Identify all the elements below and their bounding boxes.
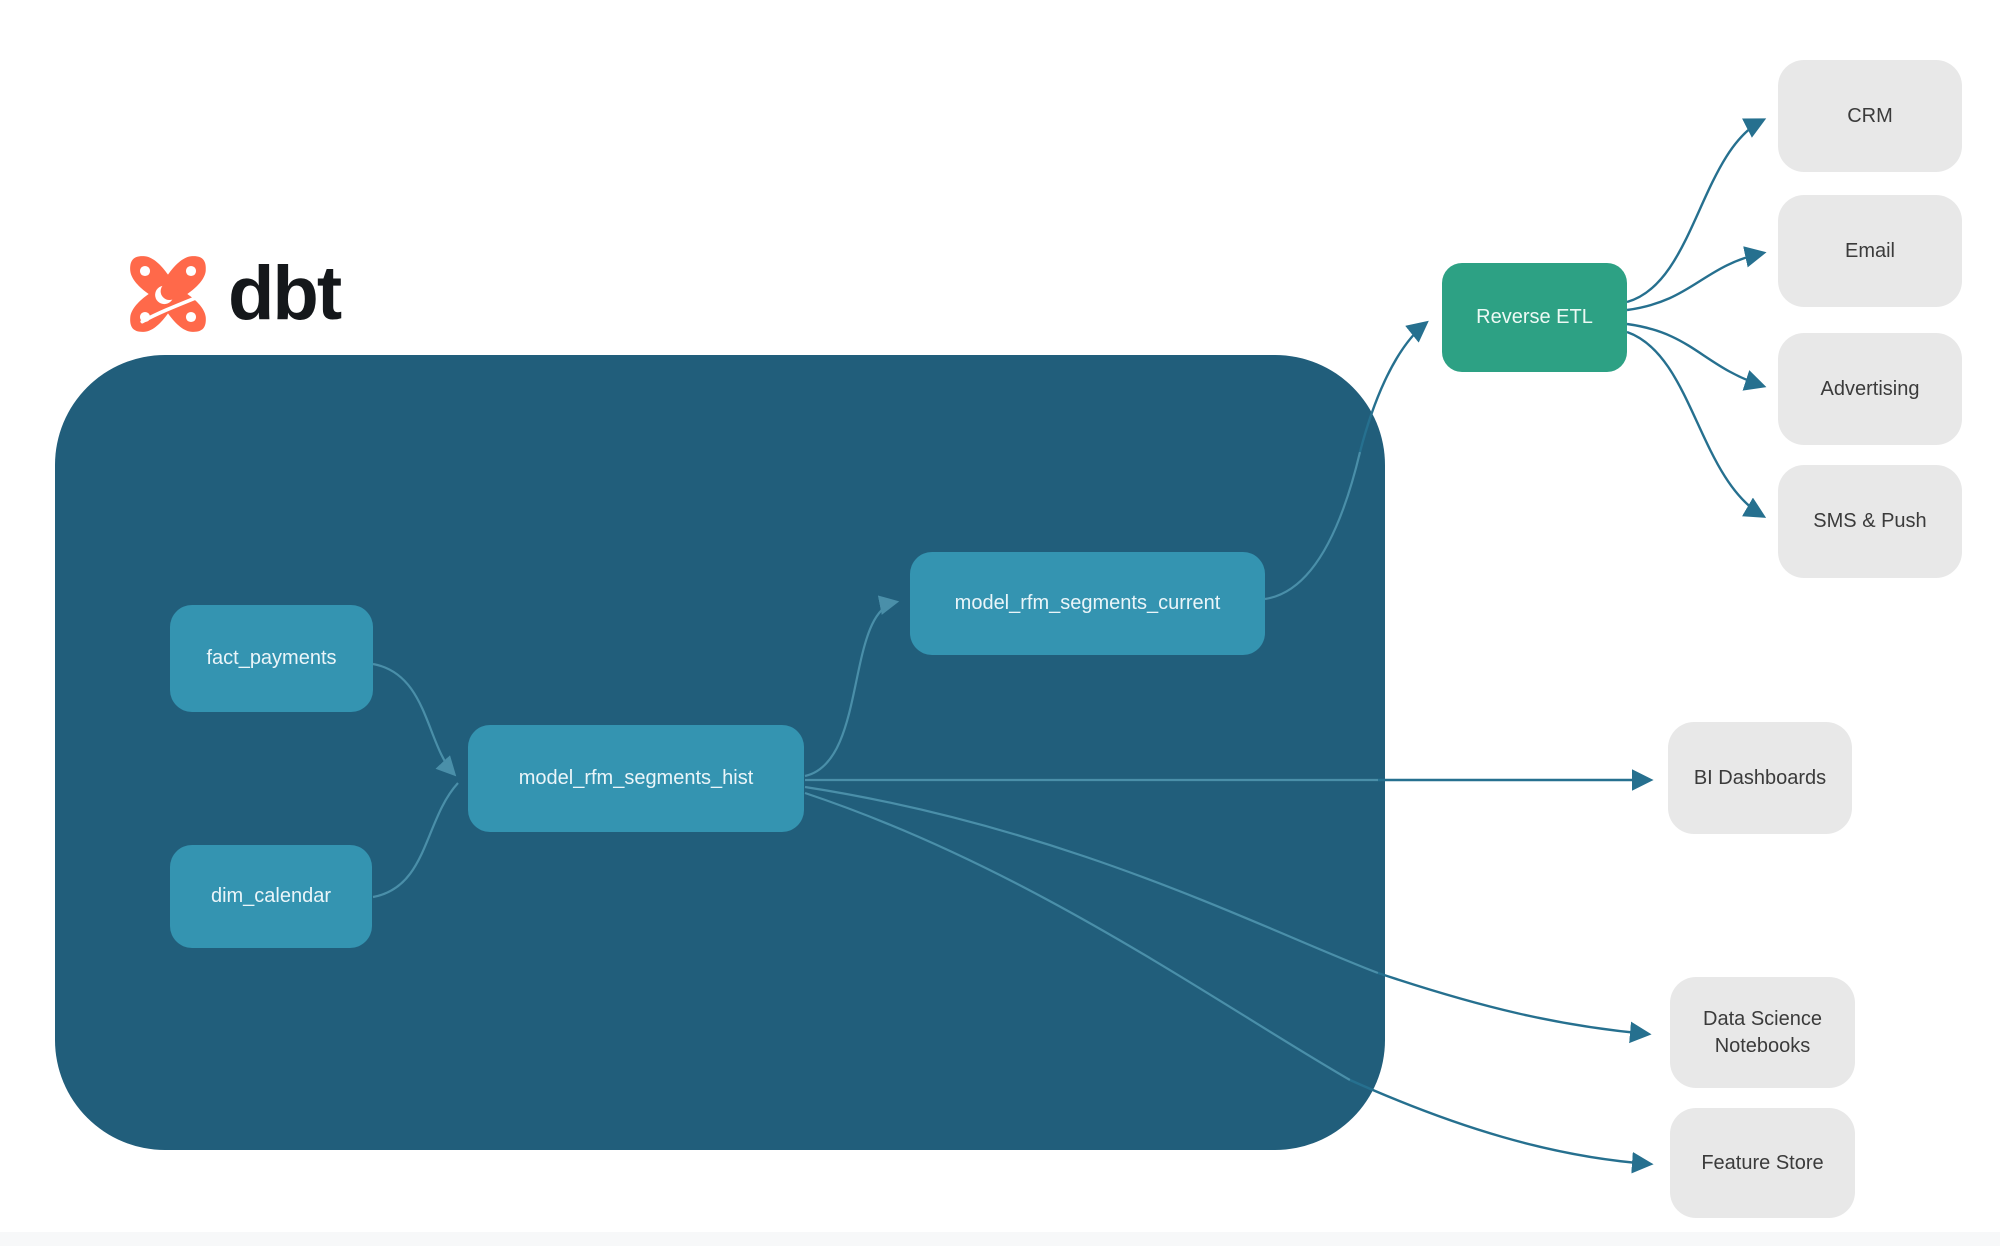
brand-header: dbt xyxy=(122,248,342,340)
node-dim-calendar-label: dim_calendar xyxy=(210,885,332,907)
page-bottom-strip xyxy=(0,1232,2000,1246)
node-feature-store-label: Feature Store xyxy=(1701,1151,1824,1174)
node-sms-push-label: SMS & Push xyxy=(1813,510,1927,532)
node-fact-payments: fact_payments xyxy=(170,605,373,712)
node-bi-dashboards: BI Dashboards xyxy=(1668,722,1852,834)
dbt-logo-icon xyxy=(130,256,210,332)
node-feature-store: Feature Store xyxy=(1670,1108,1855,1218)
edge-reverse-etl-to-advertising xyxy=(1626,322,1767,391)
node-advertising: Advertising xyxy=(1778,333,1962,445)
node-crm-label: CRM xyxy=(1847,104,1893,127)
edge-reverse-etl-to-crm xyxy=(1626,118,1767,304)
edge-hist-to-feature-store xyxy=(1349,1078,1654,1174)
edge-hist-to-data-science-notebooks xyxy=(1377,971,1652,1044)
node-data-science-notebooks: Data Science Notebooks xyxy=(1670,977,1855,1088)
node-model-rfm-segments-hist-label: model_rfm_segments_hist xyxy=(518,767,754,789)
node-model-rfm-segments-hist: model_rfm_segments_hist xyxy=(468,725,804,832)
node-model-rfm-segments-current: model_rfm_segments_current xyxy=(910,552,1265,655)
node-email: Email xyxy=(1778,195,1962,307)
edge-reverse-etl-to-email xyxy=(1626,246,1767,312)
edge-reverse-etl-to-sms-push xyxy=(1626,330,1767,518)
node-sms-push: SMS & Push xyxy=(1778,465,1962,578)
node-fact-payments-label: fact_payments xyxy=(206,647,337,669)
node-model-rfm-segments-current-label: model_rfm_segments_current xyxy=(954,592,1221,614)
node-reverse-etl-label: Reverse ETL xyxy=(1476,306,1593,328)
node-dim-calendar: dim_calendar xyxy=(170,845,372,948)
brand-wordmark: dbt xyxy=(228,251,342,336)
node-advertising-label: Advertising xyxy=(1820,377,1920,400)
node-data-science-notebooks-label: Data Science Notebooks xyxy=(1703,1007,1822,1057)
node-reverse-etl: Reverse ETL xyxy=(1442,263,1627,372)
node-bi-dashboards-label: BI Dashboards xyxy=(1693,766,1827,789)
node-crm: CRM xyxy=(1778,60,1962,172)
node-email-label: Email xyxy=(1844,239,1895,262)
